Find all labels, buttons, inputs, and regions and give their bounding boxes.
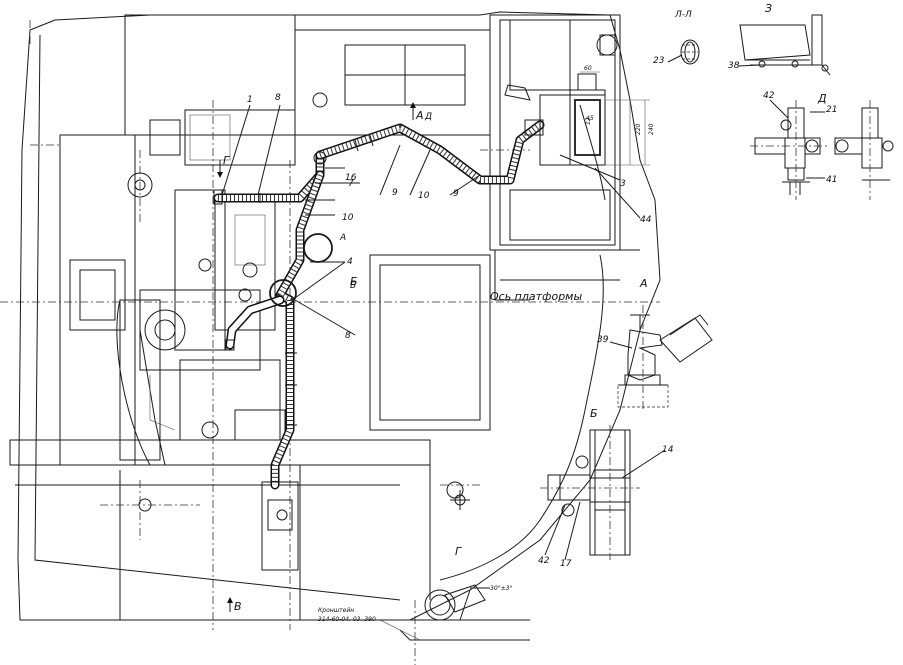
callout: 1 bbox=[247, 95, 253, 105]
view-ll-title: Л-Л bbox=[674, 10, 692, 20]
text-labels: Ось платформы А А Б В Г Г Л-Л З Д Д Б Кр… bbox=[223, 2, 827, 623]
view-g-marker: Г bbox=[223, 154, 230, 167]
callout-numbers: 1 8 7 10 16 А 4 Б 8 9 10 9 3 44 23 38 42… bbox=[247, 56, 837, 569]
platform-axis-label: Ось платформы bbox=[490, 290, 582, 303]
detail-b-circle bbox=[269, 279, 297, 307]
callout: 16 bbox=[345, 173, 357, 183]
callout: 39 bbox=[597, 335, 609, 345]
bracket-title: Кронштейн bbox=[318, 607, 354, 614]
callout: 41 bbox=[826, 175, 837, 185]
callout: 42 bbox=[763, 91, 775, 101]
detail-a bbox=[609, 305, 713, 410]
callout: А bbox=[339, 233, 346, 243]
leader-lines bbox=[221, 104, 641, 336]
callout: 9 bbox=[453, 189, 459, 199]
callout: 7 bbox=[348, 179, 354, 189]
detail-a-circle bbox=[303, 233, 333, 263]
view-g bbox=[360, 584, 530, 641]
body-outline bbox=[9, 11, 661, 621]
callout: 23 bbox=[653, 56, 665, 66]
dim-45: 45 bbox=[586, 115, 594, 122]
callout: 4 bbox=[347, 257, 353, 267]
view-ll bbox=[667, 39, 700, 65]
callout: 44 bbox=[640, 215, 652, 225]
bracket-code: 314-60-04. 03. 390 bbox=[318, 616, 376, 623]
dim-60: 60 bbox=[584, 65, 592, 72]
callout: 38 bbox=[728, 61, 740, 71]
section-a-marker: А bbox=[415, 109, 424, 122]
callout: 8 bbox=[275, 93, 281, 103]
view-a-title: А bbox=[639, 277, 648, 290]
dim-220: 220 bbox=[635, 123, 642, 135]
callout: 42 bbox=[538, 556, 550, 566]
view-arrows bbox=[217, 102, 416, 612]
callout: 9 bbox=[392, 188, 398, 198]
detail-b-marker: Б bbox=[350, 275, 358, 288]
dim-12: 12 bbox=[585, 117, 592, 125]
callout: 21 bbox=[826, 105, 837, 115]
view-g-title: Г bbox=[455, 545, 462, 558]
dim-240: 240 bbox=[648, 123, 655, 135]
detail-b bbox=[540, 425, 666, 561]
view-d bbox=[750, 99, 894, 200]
callout: Б bbox=[350, 281, 356, 291]
callout: 17 bbox=[560, 559, 572, 569]
pipeline-main bbox=[213, 71, 650, 571]
view-v-marker: В bbox=[234, 600, 242, 613]
callout: 14 bbox=[662, 445, 674, 455]
view-d-title: Д bbox=[817, 92, 827, 105]
view-d-marker: Д bbox=[424, 112, 432, 122]
angle-label: 30°±3° bbox=[490, 585, 512, 592]
callout: 10 bbox=[342, 213, 354, 223]
callout: 10 bbox=[418, 191, 430, 201]
callout: 3 bbox=[620, 179, 626, 189]
view-z bbox=[737, 14, 831, 76]
callout: 8 bbox=[345, 331, 351, 341]
view-b-title: Б bbox=[590, 407, 598, 420]
view-z-title: З bbox=[765, 2, 772, 15]
